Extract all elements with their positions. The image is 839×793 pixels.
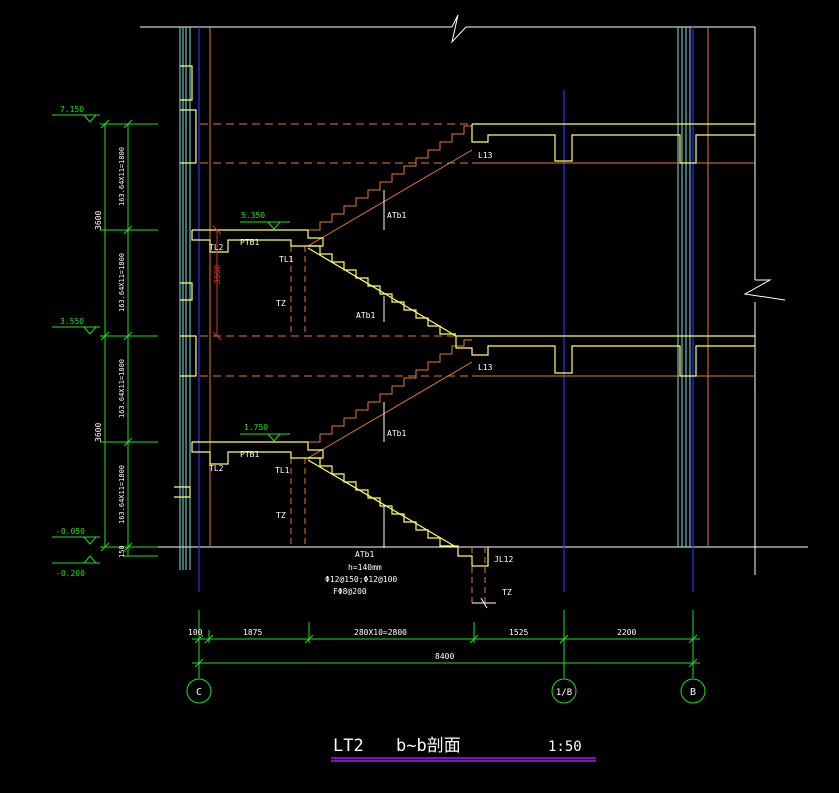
axis-label-c: C — [196, 687, 202, 698]
axis-lines — [198, 27, 694, 592]
elevation-1750: 1.750 — [244, 423, 268, 432]
label-jl12: JL12 — [494, 555, 513, 564]
dim-steps-3: 163.64X11=1800 — [118, 359, 126, 418]
elevation-minus-0050: -0.050 — [56, 527, 85, 536]
left-dimensions — [52, 114, 290, 564]
leader-lines — [383, 190, 496, 609]
dim-base-150: 150 — [118, 545, 126, 558]
dim-8400: 8400 — [435, 652, 454, 661]
label-tl1-lower: TL1 — [275, 466, 290, 475]
dim-steps-2: 163.64X11=1800 — [118, 253, 126, 312]
label-tz-lower: TZ — [276, 511, 286, 520]
label-tl2-upper: TL2 — [209, 243, 224, 252]
axis-bubble-b: B — [680, 678, 706, 704]
drawing-title: LT2 — [333, 736, 364, 756]
red-dimension — [212, 225, 222, 341]
yellow-structure — [174, 65, 755, 567]
note-line-3: FΦ8@200 — [333, 587, 367, 596]
label-l13-upper: L13 — [478, 151, 493, 160]
elevation-minus-0200: -0.200 — [56, 569, 85, 578]
label-tl1-upper: TL1 — [279, 255, 294, 264]
label-l13-lower: L13 — [478, 363, 493, 372]
dim-100: 100 — [188, 628, 203, 637]
dim-1525: 1525 — [509, 628, 528, 637]
orange-structure — [200, 27, 755, 607]
label-atb1-2: ATb1 — [356, 311, 375, 320]
note-atb1-title: ATb1 — [355, 550, 374, 559]
drawing-scale: 1:50 — [548, 739, 582, 755]
dim-2800: 280X10=2800 — [354, 628, 407, 637]
note-line-1: h=140mm — [348, 563, 382, 572]
label-atb1-3: ATb1 — [387, 429, 406, 438]
bottom-dimensions — [192, 610, 700, 678]
elevation-7150: 7.150 — [60, 105, 84, 114]
label-ptb1-upper: PTB1 — [240, 238, 259, 247]
curtain-wall-right — [677, 27, 691, 547]
dim-steps-4: 163.64X11=1800 — [118, 465, 126, 524]
axis-label-1b: 1/B — [556, 688, 572, 698]
top-break-line — [140, 14, 808, 575]
note-line-2: Φ12@150;Φ12@100 — [325, 575, 397, 584]
dim-2200: 2200 — [617, 628, 636, 637]
red-dim-text: 3600 — [213, 265, 222, 284]
label-ptb1-lower: PTB1 — [240, 450, 259, 459]
label-tz-upper: TZ — [276, 299, 286, 308]
dim-3600-lower: 3600 — [94, 423, 103, 442]
label-atb1-1: ATb1 — [387, 211, 406, 220]
elevation-3550: 3.550 — [60, 317, 84, 326]
label-tl2-lower: TL2 — [209, 464, 224, 473]
section-label: b~b剖面 — [396, 736, 461, 756]
axis-bubble-1b: 1/B — [551, 678, 577, 704]
dim-1875: 1875 — [243, 628, 262, 637]
label-tz-base: TZ — [502, 588, 512, 597]
curtain-wall-left — [179, 27, 191, 570]
elevation-5350: 5.350 — [241, 211, 265, 220]
axis-label-b: B — [690, 687, 696, 698]
dim-steps-1: 163.64X11=1800 — [118, 147, 126, 206]
axis-bubble-c: C — [186, 678, 212, 704]
dim-3600-upper: 3600 — [94, 211, 103, 230]
